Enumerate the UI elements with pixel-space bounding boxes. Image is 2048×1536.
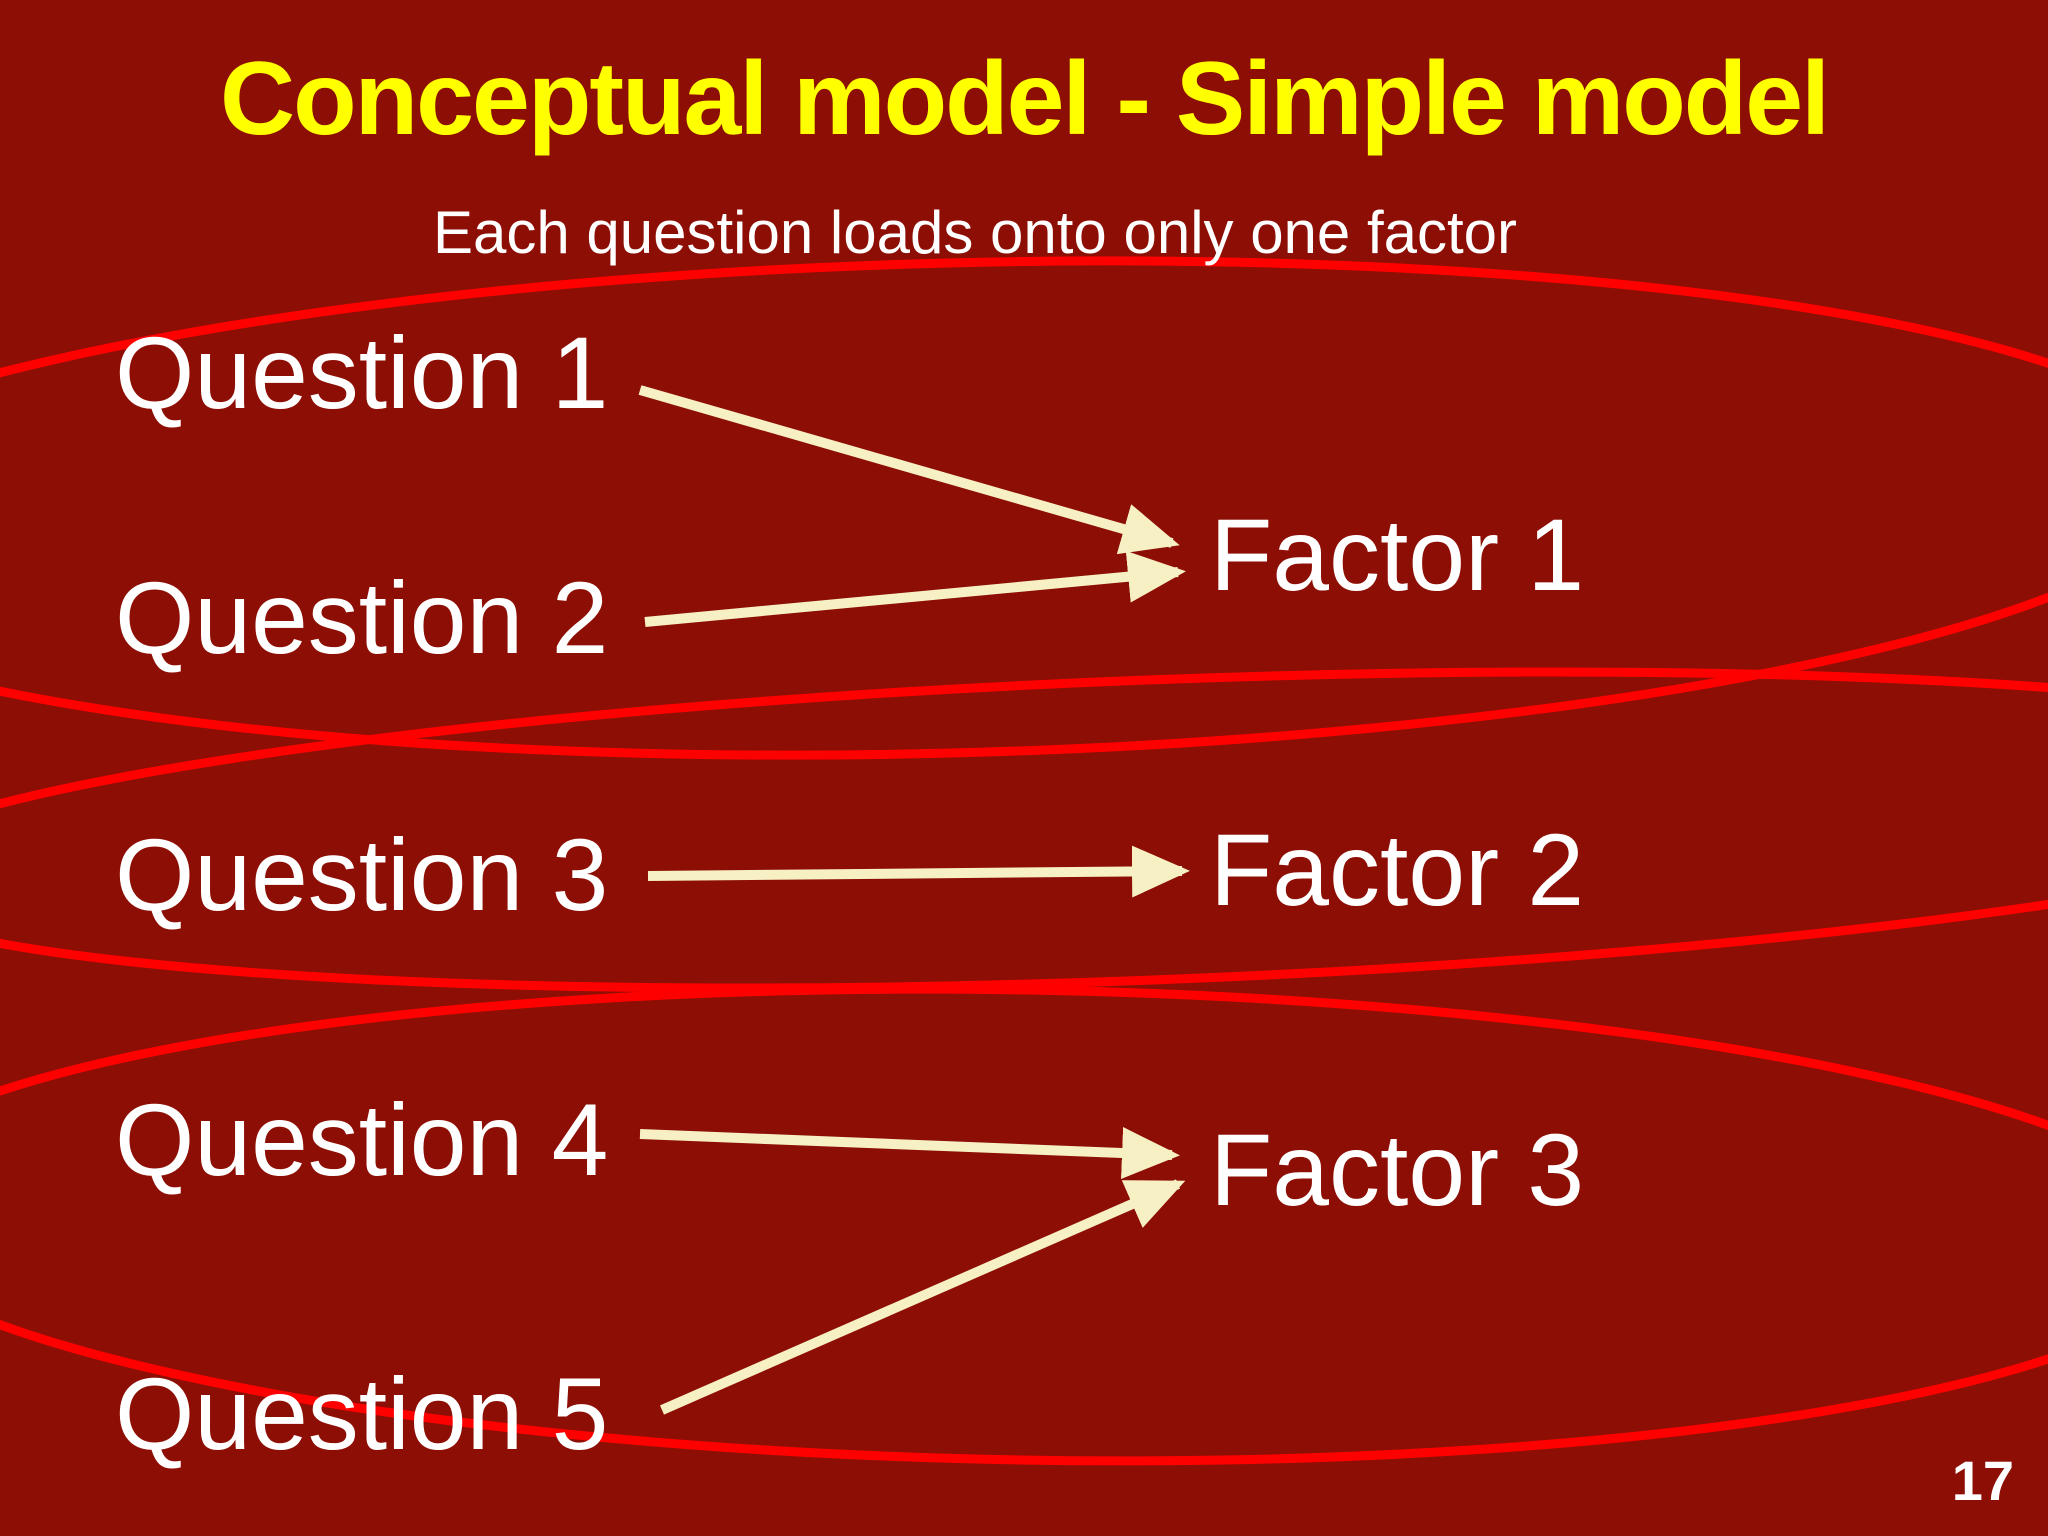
arrow-question4-factor3	[639, 1127, 1180, 1180]
factor-2-label: Factor 2	[1210, 813, 1585, 927]
page-number: 17	[1951, 1449, 2014, 1512]
question-4-label: Question 4	[115, 1083, 609, 1197]
factor-1-label: Factor 1	[1210, 498, 1585, 612]
slide-title: Conceptual model - Simple model	[220, 41, 1830, 157]
group-ellipse-factor2	[0, 667, 2048, 993]
group-ellipse-factor1	[0, 256, 2048, 760]
group-ellipse-factor3	[0, 984, 2048, 1466]
arrow-question5-factor3	[659, 1179, 1186, 1415]
question-2-label: Question 2	[115, 561, 609, 675]
arrow-question2-factor1	[644, 550, 1186, 627]
question-3-label: Question 3	[115, 818, 609, 932]
question-5-label: Question 5	[115, 1357, 609, 1471]
arrow-question1-factor1	[638, 385, 1180, 555]
factor-3-label: Factor 3	[1210, 1113, 1585, 1227]
question-1-label: Question 1	[115, 316, 609, 430]
arrow-question3-factor2	[647, 845, 1190, 898]
slide-subtitle: Each question loads onto only one factor	[432, 199, 1518, 266]
